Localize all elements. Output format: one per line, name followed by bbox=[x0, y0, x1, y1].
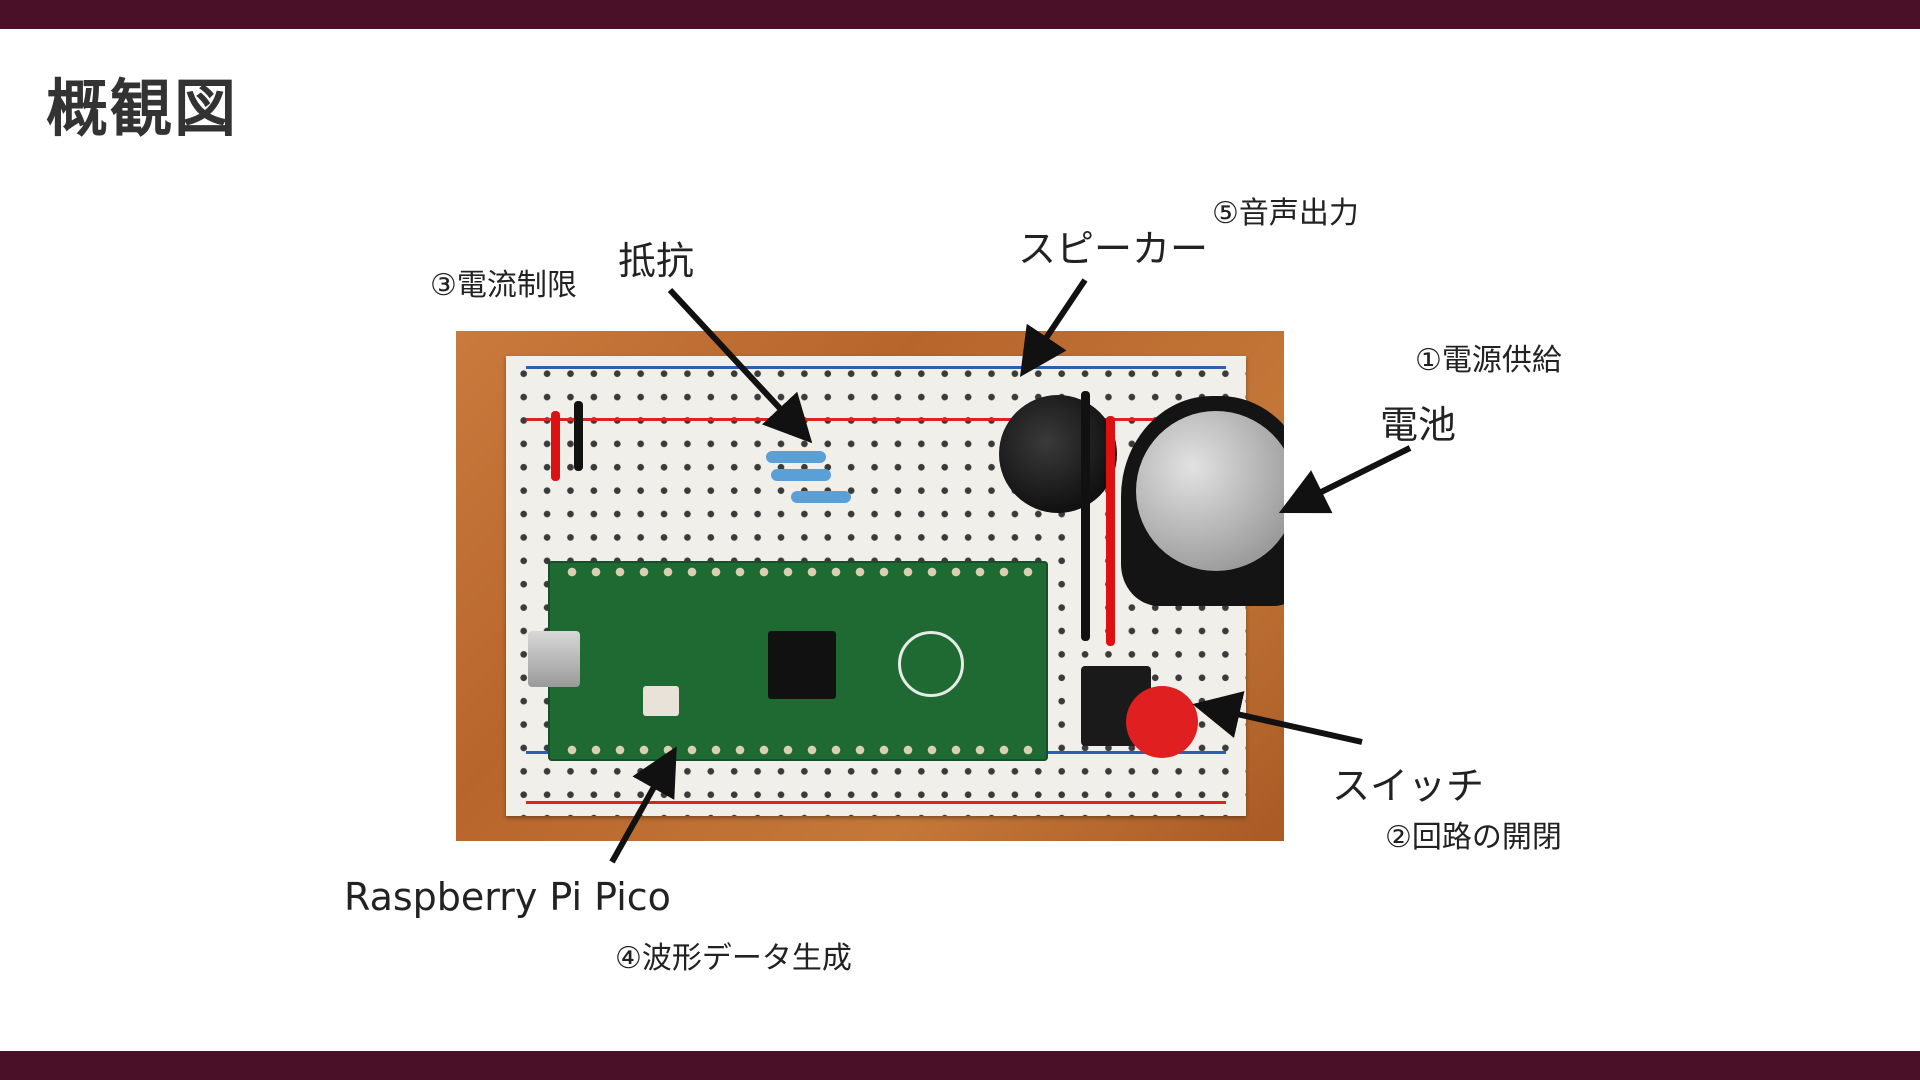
label-switch: スイッチ bbox=[1332, 764, 1485, 808]
label-speaker-role: ⑤音声出力 bbox=[1212, 196, 1359, 231]
circuit-photo bbox=[456, 331, 1284, 841]
arrow-switch bbox=[1192, 691, 1363, 745]
label-speaker: スピーカー bbox=[1018, 227, 1209, 271]
label-battery: 電池 bbox=[1380, 403, 1457, 447]
label-switch-role: ②回路の開閉 bbox=[1385, 820, 1562, 855]
arrow-pico bbox=[609, 746, 677, 864]
pico-pins-top bbox=[560, 565, 1036, 579]
arrow-speaker bbox=[1019, 278, 1088, 377]
label-resistor: 抵抗 bbox=[618, 239, 695, 283]
top-bar bbox=[0, 0, 1920, 29]
raspberry-pi-pico-board bbox=[528, 561, 1048, 761]
arrow-battery bbox=[1278, 445, 1412, 514]
pico-pins-bottom bbox=[560, 743, 1036, 757]
black-jumper-wire bbox=[574, 401, 583, 471]
red-rail-top bbox=[526, 418, 1226, 421]
resistor-2 bbox=[771, 469, 831, 481]
switch-button-cap bbox=[1126, 686, 1198, 758]
red-rail-bottom bbox=[526, 801, 1226, 804]
bottom-bar bbox=[0, 1051, 1920, 1080]
blue-rail-top bbox=[526, 366, 1226, 369]
speaker-black-wire bbox=[1081, 391, 1090, 641]
resistor-1 bbox=[766, 451, 826, 463]
resistor-3 bbox=[791, 491, 851, 503]
breadboard bbox=[506, 356, 1284, 816]
label-pico-role: ④波形データ生成 bbox=[615, 941, 852, 976]
red-jumper-wire bbox=[551, 411, 560, 481]
buzzer-speaker bbox=[999, 395, 1117, 513]
coin-cell-battery bbox=[1136, 411, 1284, 571]
label-pico: Raspberry Pi Pico bbox=[344, 875, 671, 919]
rp2040-chip bbox=[768, 631, 836, 699]
arrow-resistor bbox=[667, 287, 813, 444]
speaker-red-wire bbox=[1106, 416, 1115, 646]
label-resistor-role: ③電流制限 bbox=[430, 268, 577, 303]
raspberry-logo-icon bbox=[898, 631, 964, 697]
label-battery-role: ①電源供給 bbox=[1415, 343, 1562, 378]
usb-connector bbox=[528, 631, 580, 687]
bootsel-button bbox=[643, 686, 679, 716]
slide-title: 概観図 bbox=[46, 72, 239, 145]
